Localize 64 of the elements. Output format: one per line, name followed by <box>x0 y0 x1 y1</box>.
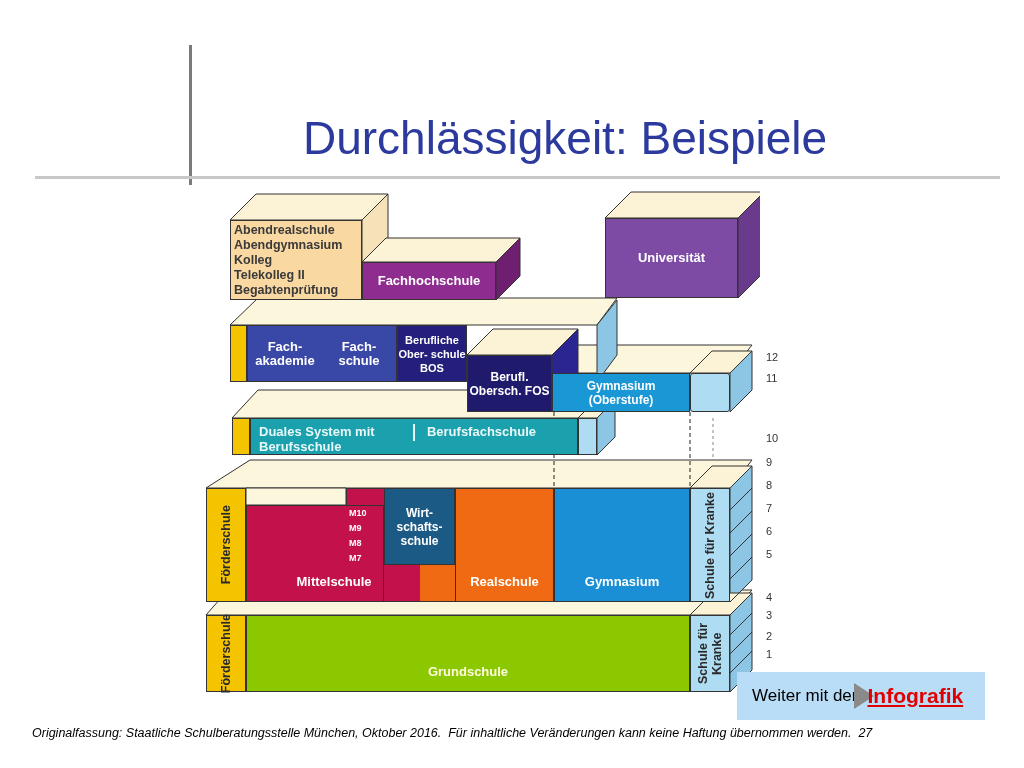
school-block <box>554 488 690 602</box>
school-name: Schule für Kranke <box>696 621 724 687</box>
school-name: Grundschule <box>427 662 509 681</box>
school-name: Duales System mit Berufsschule <box>259 424 376 454</box>
grade-number: 9 <box>766 456 773 468</box>
school-block <box>206 488 246 602</box>
link: Infografik <box>867 683 964 710</box>
grade-label: M8 <box>349 538 363 549</box>
link-panel <box>737 672 985 720</box>
school-name: Abendrealschule <box>234 223 335 238</box>
grade-label: M9 <box>349 523 363 534</box>
school-name: Kolleg <box>234 253 273 268</box>
school-name: Berufl. Obersch. FOS <box>468 369 551 398</box>
school-bar <box>578 418 597 455</box>
grade-label: M10 <box>349 508 367 519</box>
school-name: Förderschule <box>219 613 233 694</box>
school-block <box>246 615 690 692</box>
school-block <box>230 220 362 300</box>
school-name: Fach- akademie <box>254 339 316 368</box>
school-block <box>384 488 455 565</box>
school-block <box>690 615 730 692</box>
school-block <box>246 505 384 602</box>
school-block <box>467 355 552 412</box>
school-bar <box>230 325 247 382</box>
school-name: Realschule <box>470 572 539 591</box>
grade-number: 11 <box>766 372 778 384</box>
school-name: Begabtenprüfung <box>234 283 339 298</box>
grade-number: 12 <box>766 351 779 363</box>
school-name: Berufliche Ober- schule BOS <box>398 332 466 375</box>
grade-number: 2 <box>766 630 773 642</box>
school-name: Wirt- schafts- schule <box>395 505 444 548</box>
grade-number: 6 <box>766 525 773 537</box>
school-name: Schule für Kranke <box>703 491 717 599</box>
title: Durchlässigkeit: Beispiele <box>303 111 828 166</box>
school-name: Telekolleg II <box>234 268 305 283</box>
school-block <box>247 325 397 382</box>
caption: Originalfassung: Staatliche Schulberatungsstelle München, Oktober 2016. Für inhaltliche Veränderungen kann keine Haftung übernommen werden. 27 <box>32 725 874 742</box>
school-name: Universität <box>637 251 706 265</box>
school-block <box>250 418 578 455</box>
grade-label: M7 <box>349 553 363 564</box>
school-block <box>690 488 730 602</box>
school-name: Berufsfachschule <box>426 424 538 439</box>
school-block <box>552 373 690 412</box>
school-name: Fachhochschule <box>377 274 481 288</box>
school-block <box>362 262 496 300</box>
school-name: Förderschule <box>219 505 233 585</box>
school-name: Abendgymnasium <box>234 238 343 253</box>
grade-number: 10 <box>766 432 779 444</box>
school-bar <box>232 418 250 455</box>
grade-number: 5 <box>766 548 773 560</box>
grade-number: 1 <box>766 648 773 660</box>
school-name: Gymnasium (Oberstufe) <box>585 378 657 407</box>
grade-number: 7 <box>766 502 773 514</box>
school-block <box>605 218 738 298</box>
school-block <box>397 325 467 382</box>
school-name: Gymnasium <box>584 572 660 591</box>
school-name: Fach- schule <box>337 339 381 368</box>
grade-number: 4 <box>766 591 773 603</box>
grade-number: 3 <box>766 609 773 621</box>
school-block <box>206 615 246 692</box>
grade-number: 8 <box>766 479 773 491</box>
school-block <box>690 373 730 412</box>
school-block <box>455 488 554 602</box>
school-name: Mittelschule <box>296 572 372 591</box>
